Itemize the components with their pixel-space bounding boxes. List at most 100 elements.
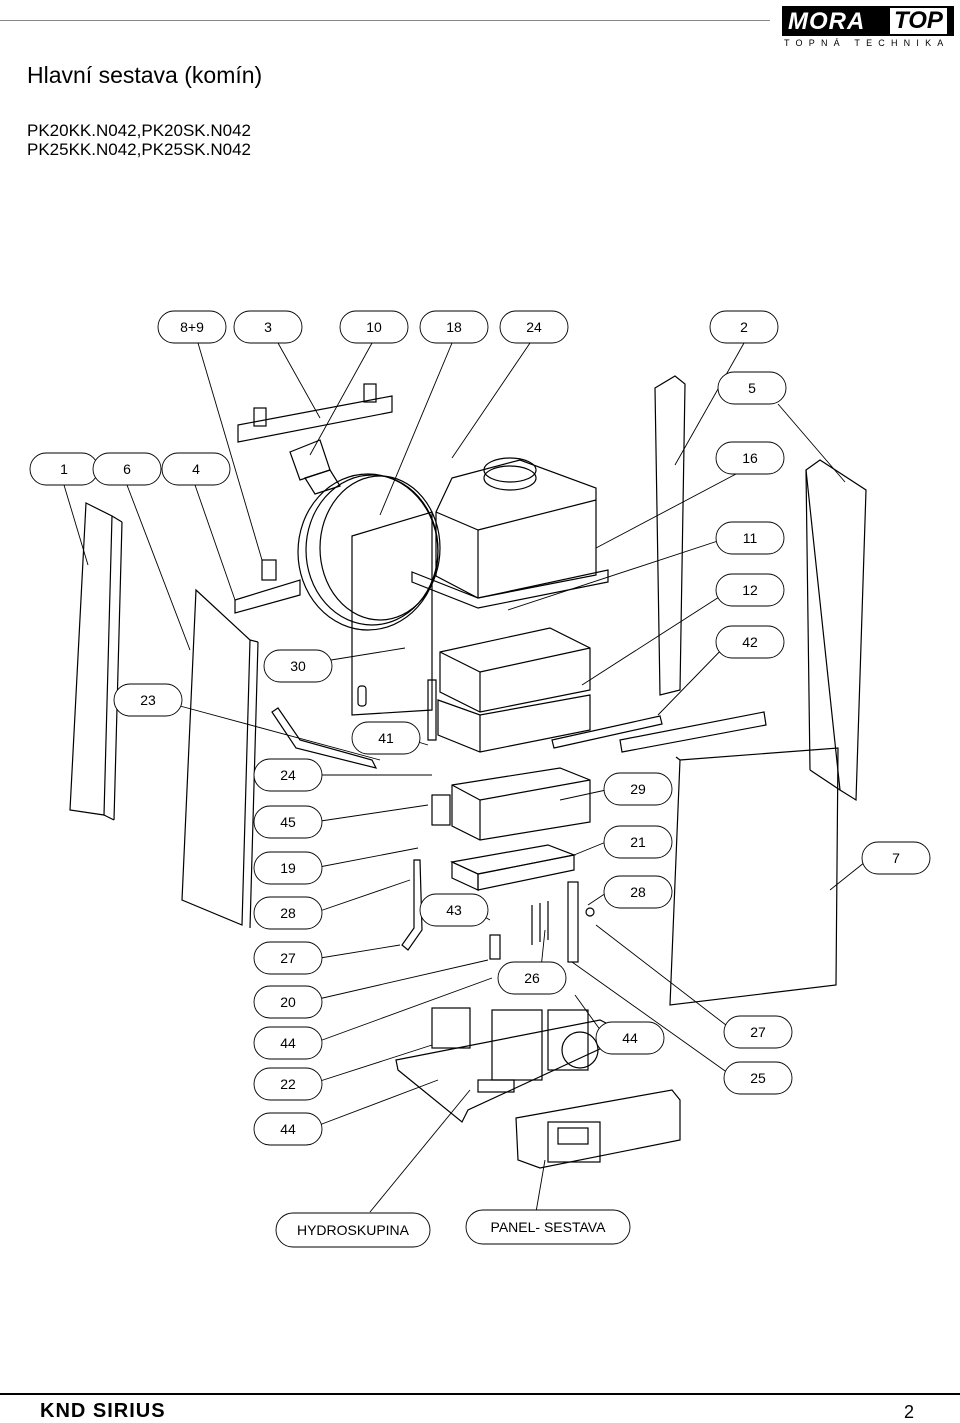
top-rail xyxy=(237,383,393,443)
callout-23 xyxy=(113,683,183,717)
callout-labels: 8+9 3 10 18 24 2 5 1 6 4 16 11 12 42 30 … xyxy=(60,319,900,1238)
front-cover xyxy=(669,747,839,1006)
label-28a: 28 xyxy=(280,905,296,921)
logo-subtitle: TOPNÁ TECHNIKA xyxy=(784,38,950,48)
callout-16 xyxy=(715,441,785,475)
heat-exchanger xyxy=(437,627,591,753)
logo-box: MORA TOP xyxy=(782,6,954,36)
callout-19 xyxy=(253,851,323,885)
label-44a: 44 xyxy=(280,1035,296,1051)
callout-28b xyxy=(603,875,673,909)
label-11: 11 xyxy=(743,530,758,546)
hydro-group xyxy=(395,1007,632,1123)
callout-26 xyxy=(497,961,567,995)
label-25: 25 xyxy=(750,1070,766,1086)
callout-44a xyxy=(253,1026,323,1060)
label-4: 4 xyxy=(192,461,200,477)
label-6: 6 xyxy=(123,461,131,477)
callout-22 xyxy=(253,1067,323,1101)
logo-mora: MORA xyxy=(788,8,866,35)
callout-44c xyxy=(253,1112,323,1146)
callout-2 xyxy=(709,310,779,344)
electrodes xyxy=(531,901,549,945)
callout-hydroskupina xyxy=(275,1212,431,1248)
callout-4 xyxy=(161,452,231,486)
label-27b: 27 xyxy=(750,1024,766,1040)
connecting-pipes xyxy=(271,679,437,769)
lower-pipes xyxy=(401,859,595,963)
page-number: 2 xyxy=(903,1402,914,1422)
callout-3 xyxy=(233,310,303,344)
callout-8-9 xyxy=(157,310,227,344)
label-8-9: 8+9 xyxy=(180,319,204,335)
callout-27a xyxy=(253,941,323,975)
label-19: 19 xyxy=(280,860,296,876)
label-12: 12 xyxy=(742,582,758,598)
back-plate xyxy=(351,511,433,716)
label-43: 43 xyxy=(446,902,462,918)
lower-rail xyxy=(234,559,301,614)
callout-29 xyxy=(603,772,673,806)
callout-24a xyxy=(499,310,569,344)
control-panel xyxy=(515,1089,681,1169)
label-23: 23 xyxy=(140,692,156,708)
label-20: 20 xyxy=(280,994,296,1010)
model-line-1: PK20KK.N042,PK20SK.N042 xyxy=(27,121,251,140)
label-1: 1 xyxy=(60,461,68,477)
callout-20 xyxy=(253,985,323,1019)
callout-7 xyxy=(861,841,931,875)
clip-part xyxy=(289,439,341,495)
callout-12 xyxy=(715,573,785,607)
label-2: 2 xyxy=(740,319,748,335)
front-left-panel xyxy=(181,588,259,929)
label-3: 3 xyxy=(264,319,272,335)
label-21: 21 xyxy=(630,834,646,850)
footer-product: KND SIRIUS xyxy=(40,1400,166,1422)
label-26: 26 xyxy=(524,970,540,986)
callout-44b xyxy=(595,1021,665,1055)
label-42: 42 xyxy=(742,634,758,650)
right-side-panel xyxy=(805,459,867,802)
label-16: 16 xyxy=(742,450,758,466)
callout-11 xyxy=(715,521,785,555)
callout-panel-sestava xyxy=(465,1209,631,1245)
label-24b: 24 xyxy=(280,767,296,783)
label-panel-sestava: PANEL- SESTAVA xyxy=(491,1219,607,1235)
callout-41 xyxy=(351,721,421,755)
label-44b: 44 xyxy=(622,1030,638,1046)
callout-21 xyxy=(603,825,673,859)
left-side-panel xyxy=(69,502,123,821)
label-7: 7 xyxy=(892,850,900,866)
side-rail xyxy=(551,711,767,753)
label-27a: 27 xyxy=(280,950,296,966)
label-24a: 24 xyxy=(526,319,542,335)
label-41: 41 xyxy=(378,730,394,746)
callout-27b xyxy=(723,1015,793,1049)
label-45: 45 xyxy=(280,814,296,830)
brand-logo: MORA TOP TOPNÁ TECHNIKA xyxy=(782,6,954,54)
callout-10 xyxy=(339,310,409,344)
burner-tray xyxy=(450,844,577,891)
callout-25 xyxy=(723,1061,793,1095)
label-22: 22 xyxy=(280,1076,296,1092)
callout-bubbles xyxy=(29,310,931,1248)
label-18: 18 xyxy=(446,319,462,335)
label-29: 29 xyxy=(630,781,646,797)
page-title: Hlavní sestava (komín) xyxy=(27,62,263,88)
callout-43 xyxy=(419,893,489,927)
leader-lines xyxy=(63,342,871,1213)
right-back-panel xyxy=(654,375,686,696)
callout-28a xyxy=(253,896,323,930)
header-rule xyxy=(0,20,770,21)
label-28b: 28 xyxy=(630,884,646,900)
label-10: 10 xyxy=(366,319,382,335)
flue-hood xyxy=(411,457,609,609)
callout-45 xyxy=(253,805,323,839)
callout-30 xyxy=(263,649,333,683)
logo-top: TOP xyxy=(890,8,947,34)
burner xyxy=(431,767,591,841)
callout-5 xyxy=(717,371,787,405)
callout-24b xyxy=(253,758,323,792)
callout-42 xyxy=(715,625,785,659)
callout-18 xyxy=(419,310,489,344)
